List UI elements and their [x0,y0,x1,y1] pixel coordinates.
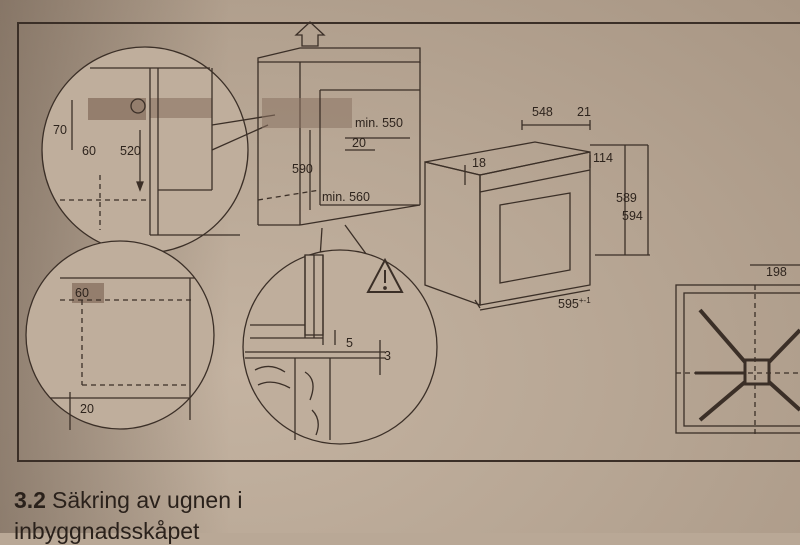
warning-triangle-icon [366,257,404,293]
dim-198: 198 [766,265,787,279]
dim-60-side: 60 [75,286,89,300]
dim-114: 114 [593,151,613,165]
detail-circle-outlet [41,46,249,254]
dim-3: 3 [384,349,391,363]
dim-520: 520 [120,144,141,158]
cooktop-drawing [675,264,800,435]
dim-20-cabinet: 20 [352,136,366,150]
dim-20-side: 20 [80,402,94,416]
dim-60-top: 60 [82,144,96,158]
dim-594: 594 [622,209,643,223]
detail-circle-gap [242,249,438,445]
dim-min-550: min. 550 [355,116,403,130]
dim-5: 5 [346,336,353,350]
section-title: Säkring av ugnen i [51,487,243,513]
dim-589: 589 [616,191,637,205]
dim-548: 548 [532,105,553,119]
dim-21: 21 [577,105,591,119]
power-outlet-icon [130,98,146,114]
up-arrow-icon [294,21,326,47]
dim-590: 590 [292,162,313,176]
section-number: 3.2 [14,487,46,513]
dim-18: 18 [472,156,486,170]
cabinet-drawing [257,21,421,226]
figure-frame [17,22,800,462]
dim-595: 595+-1 [558,296,591,312]
oven-drawing [424,120,650,311]
detail-circle-side [25,240,215,430]
outlet-hatch-area [88,98,146,120]
dim-70: 70 [53,123,67,137]
section-heading-line2: inbyggnadsskåpet [14,518,200,544]
installation-drawing [25,21,800,445]
dim-min-560: min. 560 [322,190,370,204]
